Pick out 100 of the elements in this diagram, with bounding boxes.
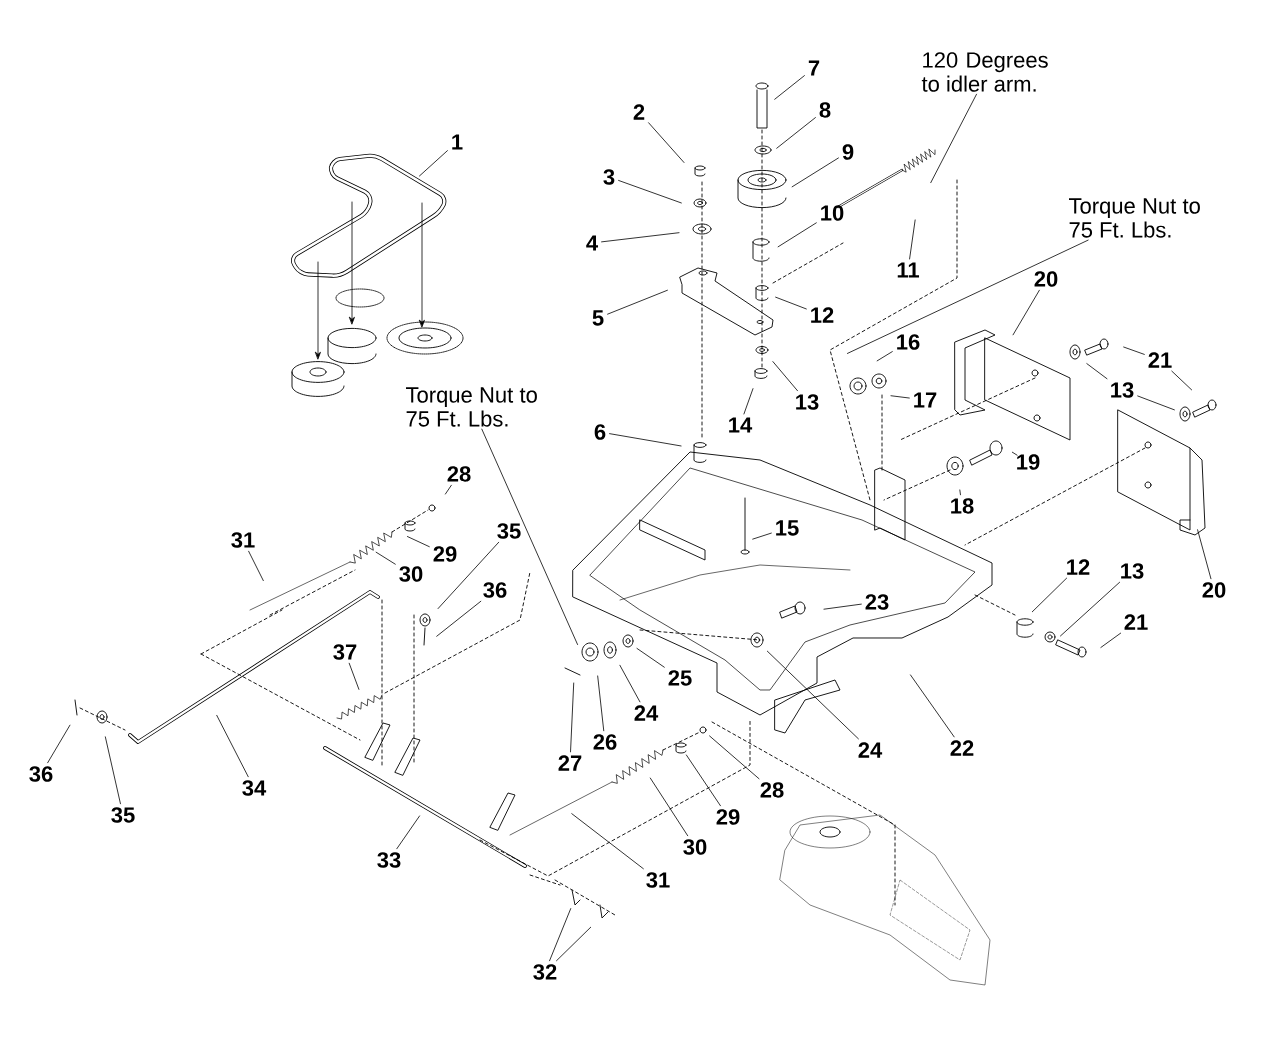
leader-line bbox=[436, 600, 482, 637]
callout-number: 31 bbox=[646, 872, 670, 888]
leader-line bbox=[776, 117, 816, 149]
leader-line bbox=[607, 289, 668, 315]
leader-line bbox=[216, 714, 249, 778]
callout-number: 14 bbox=[729, 417, 753, 433]
leader-line bbox=[1100, 632, 1122, 648]
leader-line bbox=[1011, 451, 1018, 456]
leader-line bbox=[570, 682, 575, 753]
leader-line bbox=[774, 75, 805, 100]
callout-number: 16 bbox=[897, 334, 920, 350]
leader-line bbox=[1060, 581, 1120, 637]
leader-line bbox=[248, 550, 264, 582]
leader-line bbox=[959, 489, 961, 496]
leader-line bbox=[636, 648, 665, 668]
leader-line bbox=[772, 361, 798, 392]
callout-number: 15 bbox=[776, 520, 799, 536]
callout-number: 21 bbox=[1148, 352, 1172, 368]
callout-number: 7 bbox=[808, 60, 820, 76]
callout-number: 23 bbox=[865, 594, 889, 610]
callout-number: 13 bbox=[1111, 382, 1134, 398]
callout-number: 36 bbox=[29, 766, 53, 782]
callout-number: 32 bbox=[533, 964, 557, 980]
leader-line bbox=[766, 650, 859, 740]
callout-number: 28 bbox=[760, 782, 784, 798]
leader-line bbox=[556, 926, 592, 962]
leader-line bbox=[847, 239, 1089, 354]
callout-number: 29 bbox=[716, 809, 740, 825]
leader-line bbox=[1012, 289, 1040, 336]
leader-line bbox=[910, 674, 955, 738]
callout-number: 24 bbox=[634, 705, 659, 721]
leader-line bbox=[1137, 395, 1175, 411]
callout-number: 8 bbox=[819, 102, 831, 118]
callout-number: 2 bbox=[633, 104, 645, 120]
leader-line bbox=[348, 662, 360, 690]
leader-line bbox=[1197, 529, 1212, 580]
callout-number: 37 bbox=[333, 644, 357, 660]
leader-line bbox=[601, 232, 680, 243]
leader-line bbox=[930, 93, 977, 184]
callout-number: 19 bbox=[1017, 454, 1040, 470]
callout-number: 30 bbox=[683, 839, 707, 855]
leader-line bbox=[597, 675, 605, 732]
callout-number: 29 bbox=[433, 546, 457, 562]
leader-line bbox=[743, 388, 754, 415]
leader-line bbox=[1171, 370, 1193, 391]
leader-line bbox=[619, 664, 641, 703]
leader-line bbox=[445, 484, 452, 495]
leader-line bbox=[752, 532, 772, 540]
leader-line bbox=[649, 777, 689, 837]
leader-line bbox=[685, 754, 721, 807]
callout-number: 18 bbox=[951, 498, 974, 514]
callout-number: 24 bbox=[858, 742, 883, 758]
callout-number: 20 bbox=[1202, 582, 1226, 598]
leader-line bbox=[396, 815, 420, 850]
leader-line bbox=[909, 219, 916, 260]
annotation-text: Torque Nut to 75 Ft. Lbs. bbox=[1069, 198, 1200, 238]
leader-line bbox=[571, 813, 644, 870]
callout-number: 36 bbox=[483, 582, 507, 598]
callout-number: 21 bbox=[1124, 614, 1148, 630]
leader-line bbox=[775, 296, 807, 310]
leader-line bbox=[823, 603, 862, 610]
annotation-text: 120 Degrees to idler arm. bbox=[921, 52, 1048, 92]
callout-number: 35 bbox=[497, 523, 521, 539]
leader-line bbox=[618, 180, 682, 204]
callout-number: 5 bbox=[592, 310, 604, 326]
callout-number: 4 bbox=[586, 235, 598, 251]
callout-number: 12 bbox=[1067, 559, 1090, 575]
leader-line bbox=[777, 222, 817, 248]
leader-line bbox=[104, 736, 121, 805]
callout-number: 35 bbox=[111, 807, 135, 823]
annotation-text: Torque Nut to 75 Ft. Lbs. bbox=[406, 387, 537, 427]
leader-line bbox=[648, 122, 685, 163]
leader-line bbox=[407, 536, 430, 548]
leader-line bbox=[1086, 363, 1108, 380]
callout-number: 1 bbox=[452, 134, 463, 150]
callout-number: 3 bbox=[603, 169, 615, 185]
leader-line bbox=[709, 735, 760, 780]
callout-number: 10 bbox=[821, 205, 844, 221]
callout-number: 28 bbox=[447, 466, 471, 482]
leader-line bbox=[890, 395, 910, 399]
callout-number: 12 bbox=[811, 307, 834, 323]
leader-line bbox=[481, 428, 578, 645]
leader-line bbox=[876, 351, 893, 362]
leader-line bbox=[437, 541, 500, 609]
callout-number: 25 bbox=[668, 670, 692, 686]
leader-line bbox=[609, 433, 682, 447]
leader-line bbox=[791, 157, 839, 188]
leader-line bbox=[419, 150, 448, 177]
callout-number: 20 bbox=[1034, 271, 1058, 287]
callout-number: 31 bbox=[231, 532, 255, 548]
callout-number: 11 bbox=[897, 262, 919, 278]
leader-line bbox=[47, 724, 71, 764]
callout-number: 13 bbox=[796, 394, 819, 410]
callout-number: 9 bbox=[842, 144, 854, 160]
callout-number: 6 bbox=[594, 424, 606, 440]
callout-number: 27 bbox=[558, 755, 582, 771]
callout-number: 17 bbox=[914, 392, 937, 408]
callout-number: 13 bbox=[1121, 563, 1144, 579]
callout-number: 30 bbox=[399, 566, 423, 582]
leader-line bbox=[1123, 346, 1145, 355]
